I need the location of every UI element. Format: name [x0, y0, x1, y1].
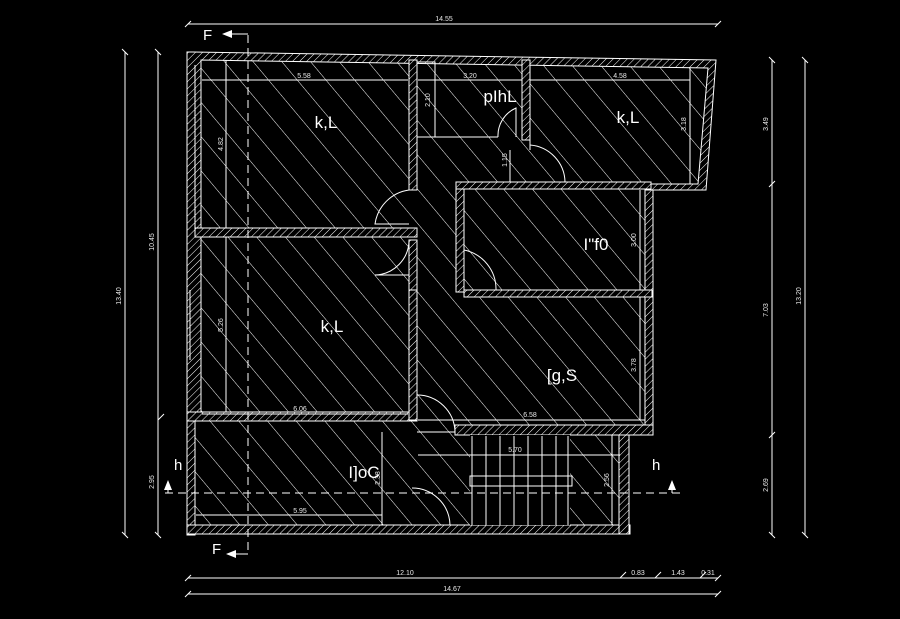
- dim-bottom-left-w: 5.95: [293, 508, 307, 515]
- dim-bottom-total: 14.67: [443, 586, 461, 593]
- section-marker-bottom: F: [212, 541, 221, 558]
- dim-bottom-d: 0.31: [701, 570, 715, 577]
- section-marker-right: h: [652, 457, 660, 474]
- dim-bottom-b: 0.83: [631, 570, 645, 577]
- dim-right-total: 13.20: [796, 287, 803, 305]
- dim-stair-w: 5.70: [508, 447, 522, 454]
- dim-right-big-h: 3.78: [631, 358, 638, 372]
- dim-stair-h: 1.15: [502, 153, 509, 167]
- dim-tl-width: 5.58: [297, 73, 311, 80]
- dim-right-lower: 2.69: [763, 478, 770, 492]
- room-label-tr: k,L: [617, 108, 640, 127]
- dim-bottom-a: 12.10: [396, 570, 414, 577]
- room-label-left-mid: k,L: [321, 317, 344, 336]
- dim-mid-right-h: 3.00: [631, 233, 638, 247]
- dim-left-mid-w: 6.06: [293, 406, 307, 413]
- dim-top-mid-width: 3.20: [463, 73, 477, 80]
- room-label-bottom-left: I]oC: [348, 463, 379, 482]
- dim-top-total: 14.55: [435, 16, 453, 23]
- room-label-right-big: [g,S: [547, 366, 577, 385]
- dim-left-total: 13.40: [116, 287, 123, 305]
- room-label-tl: k,L: [315, 113, 338, 132]
- dim-tr-width: 4.58: [613, 73, 627, 80]
- dim-right-big-w: 6.58: [523, 412, 537, 419]
- dimension-lines: [121, 20, 809, 598]
- section-marker-top: F: [203, 27, 212, 44]
- dim-right-upper: 3.49: [763, 117, 770, 131]
- section-markers: F F h h: [174, 27, 660, 558]
- dim-right-mid: 7.03: [763, 303, 770, 317]
- dim-tr-height: 3.18: [681, 117, 688, 131]
- dim-left-lower: 2.95: [149, 475, 156, 489]
- section-lines: [164, 30, 680, 558]
- room-labels: k,L pIhL k,L I"f0 k,L [g,S I]oC: [315, 87, 640, 482]
- dim-stair-h2: 2.56: [604, 473, 611, 487]
- room-label-top-mid: pIhL: [483, 87, 516, 106]
- dim-tl-height: 4.82: [218, 137, 225, 151]
- inner-walls: [189, 59, 691, 421]
- room-label-mid-right: I"f0: [584, 235, 609, 254]
- staircase: [381, 432, 573, 525]
- dim-left-mid-h: 5.26: [218, 318, 225, 332]
- outer-walls: [186, 51, 717, 536]
- dim-left-upper: 10.45: [149, 233, 156, 251]
- dim-bottom-c: 1.43: [671, 570, 685, 577]
- dim-bottom-left-h: 2.38: [375, 471, 382, 485]
- door-swings: [374, 107, 566, 526]
- section-marker-left: h: [174, 457, 182, 474]
- dimension-labels: 14.55 14.67 12.10 0.83 1.43 0.31 13.40 1…: [116, 16, 803, 593]
- dim-top-mid-height: 2.10: [425, 93, 432, 107]
